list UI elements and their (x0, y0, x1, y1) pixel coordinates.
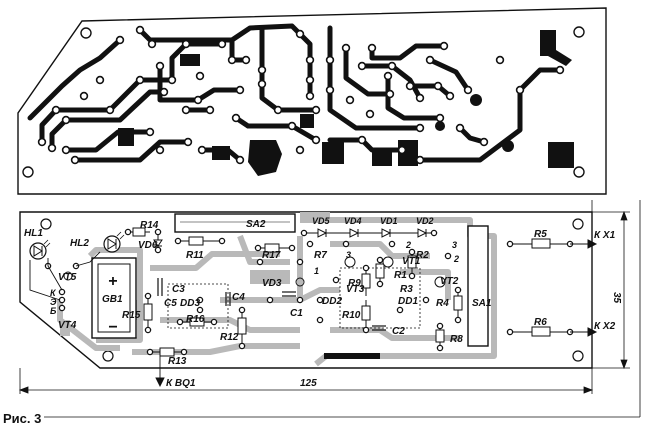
label-r1: R1 (394, 270, 407, 281)
label-minus: − (108, 319, 117, 336)
label-r8: R8 (450, 334, 463, 345)
label-pin2: 2 (405, 240, 411, 250)
label-sa1: SA1 (472, 298, 492, 309)
label-r10: R10 (342, 310, 361, 321)
label-hl2: HL2 (70, 238, 89, 249)
label-vt3: VT3 (346, 284, 365, 295)
r14-resistor (128, 227, 150, 237)
label-r16: R16 (186, 314, 205, 325)
label-vt2: VT2 (440, 276, 459, 287)
pad-large (435, 121, 445, 131)
capacitors (157, 277, 386, 331)
label-vt4: VT4 (58, 320, 77, 331)
label-vt5: VT5 (58, 272, 77, 283)
label-dd1: DD1 (398, 296, 418, 307)
output-arrows (570, 239, 598, 337)
label-r17: R17 (262, 250, 281, 261)
mount-hole (80, 27, 92, 39)
dimension-lines (18, 200, 630, 394)
label-r3: R3 (400, 284, 413, 295)
label-pin2b: 2 (453, 254, 459, 264)
gb1-battery (91, 257, 137, 339)
label-sa2: SA2 (246, 219, 266, 230)
label-k: К (50, 288, 57, 298)
label-b: Б (50, 306, 57, 316)
dimension-width: 125 (300, 378, 317, 389)
label-r13: R13 (168, 356, 187, 367)
label-r11: R11 (186, 250, 204, 261)
label-c1: C1 (290, 308, 303, 319)
label-vd6: VD6 (138, 240, 158, 251)
label-kbq1: К BQ1 (166, 378, 196, 389)
label-r4: R4 (436, 298, 449, 309)
label-c4: C4 (232, 292, 245, 303)
label-e: Э (50, 297, 57, 307)
label-plus: + (108, 273, 117, 290)
label-vt1: VT1 (402, 256, 421, 267)
label-vd1: VD1 (380, 216, 398, 226)
chips (167, 267, 421, 329)
label-c2: C2 (392, 326, 405, 337)
label-vd5: VD5 (312, 216, 331, 226)
label-c5: C5 (164, 298, 177, 309)
figure-caption: Рис. 3 (3, 411, 42, 426)
mount-hole (40, 218, 52, 230)
label-r6: R6 (534, 317, 547, 328)
mount-hole (573, 26, 585, 38)
transistors (63, 256, 446, 288)
label-kx2: К Х2 (594, 321, 616, 332)
label-vd3: VD3 (262, 278, 282, 289)
bottom-board: HL1 HL2 R14 VD6 SA2 VD5 VD4 VD1 VD2 R11 … (19, 211, 616, 389)
leads (29, 251, 165, 388)
mount-hole (22, 166, 34, 178)
sa2-switch (174, 213, 296, 233)
mount-hole (572, 350, 584, 362)
label-pin3: 3 (452, 240, 457, 250)
label-dd3: DD3 (180, 298, 200, 309)
label-r5: R5 (534, 229, 547, 240)
label-hl1: HL1 (24, 228, 43, 239)
label-pin1: 1 (314, 266, 319, 276)
pad-large (470, 94, 482, 106)
resistors (143, 236, 570, 357)
diode-row (304, 228, 434, 238)
label-pin3b: 3 (346, 250, 351, 260)
label-r9: R9 (348, 278, 361, 289)
top-board-outline (17, 7, 607, 195)
pads (37, 25, 565, 165)
dark-strip (324, 353, 380, 359)
label-r2: R2 (416, 250, 429, 261)
pad-large (502, 140, 514, 152)
dimension-height: 35 (611, 292, 622, 304)
mount-hole (573, 166, 585, 178)
label-r7: R7 (314, 250, 327, 261)
sa1-switch (467, 225, 489, 347)
hl1-led (29, 239, 51, 260)
label-kx1: К Х1 (594, 230, 616, 241)
label-r15: R15 (122, 310, 141, 321)
bottom-board-outline (19, 211, 593, 369)
label-vd2: VD2 (416, 216, 434, 226)
hl2-led (103, 231, 125, 253)
top-board (17, 7, 607, 195)
label-r12: R12 (220, 332, 239, 343)
label-c3: C3 (172, 284, 185, 295)
label-dd2: DD2 (322, 296, 342, 307)
copper-pours (118, 30, 574, 176)
label-r14: R14 (140, 220, 159, 231)
label-vd4: VD4 (344, 216, 362, 226)
label-gb1: GB1 (102, 294, 123, 305)
mount-hole (572, 218, 584, 230)
mount-hole (102, 350, 114, 362)
